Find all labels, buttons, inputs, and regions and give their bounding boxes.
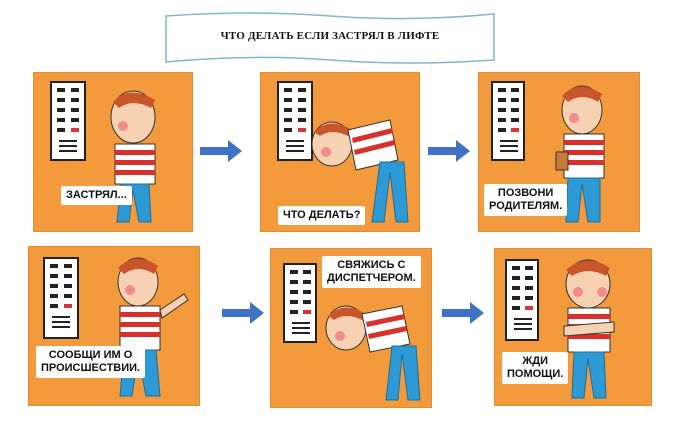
elevator-button-panel-icon <box>283 263 317 343</box>
page-title: ЧТО ДЕЛАТЬ ЕСЛИ ЗАСТРЯЛ В ЛИФТЕ <box>220 30 440 42</box>
boy-figure-icon <box>563 259 615 399</box>
panel-caption: ЧТО ДЕЛАТЬ? <box>278 206 366 225</box>
boy-figure-icon <box>325 305 421 401</box>
panel-caption: ПОЗВОНИ РОДИТЕЛЯМ. <box>484 184 568 216</box>
comic-panel-6: ЖДИ ПОМОЩИ. <box>494 248 652 406</box>
right-arrow-icon <box>428 140 470 162</box>
comic-panel-3: ПОЗВОНИ РОДИТЕЛЯМ. <box>478 72 640 232</box>
elevator-button-panel-icon <box>277 81 313 161</box>
elevator-button-panel-icon <box>505 259 539 341</box>
boy-figure-icon <box>110 90 156 223</box>
title-banner: ЧТО ДЕЛАТЬ ЕСЛИ ЗАСТРЯЛ В ЛИФТЕ <box>160 8 500 68</box>
boy-figure-icon <box>117 257 189 397</box>
comic-panel-1: ЗАСТРЯЛ... <box>33 72 193 232</box>
panel-caption: СООБЩИ ИМ О ПРОИСШЕСТВИИ. <box>36 346 146 378</box>
comic-panel-2: ЧТО ДЕЛАТЬ? <box>260 72 420 232</box>
elevator-button-panel-icon <box>50 81 86 161</box>
panel-caption: ЗАСТРЯЛ... <box>61 186 132 205</box>
panel-caption: СВЯЖИСЬ С ДИСПЕТЧЕРОМ. <box>322 256 421 288</box>
right-arrow-icon <box>442 302 484 324</box>
comic-panel-4: СООБЩИ ИМ О ПРОИСШЕСТВИИ. <box>28 246 200 406</box>
boy-figure-icon <box>311 119 409 223</box>
elevator-button-panel-icon <box>43 257 79 339</box>
elevator-button-panel-icon <box>491 81 525 161</box>
boy-figure-icon <box>555 85 605 223</box>
panel-caption: ЖДИ ПОМОЩИ. <box>502 352 569 384</box>
right-arrow-icon <box>222 302 264 324</box>
right-arrow-icon <box>200 140 242 162</box>
comic-panel-5: СВЯЖИСЬ С ДИСПЕТЧЕРОМ. <box>270 248 432 408</box>
